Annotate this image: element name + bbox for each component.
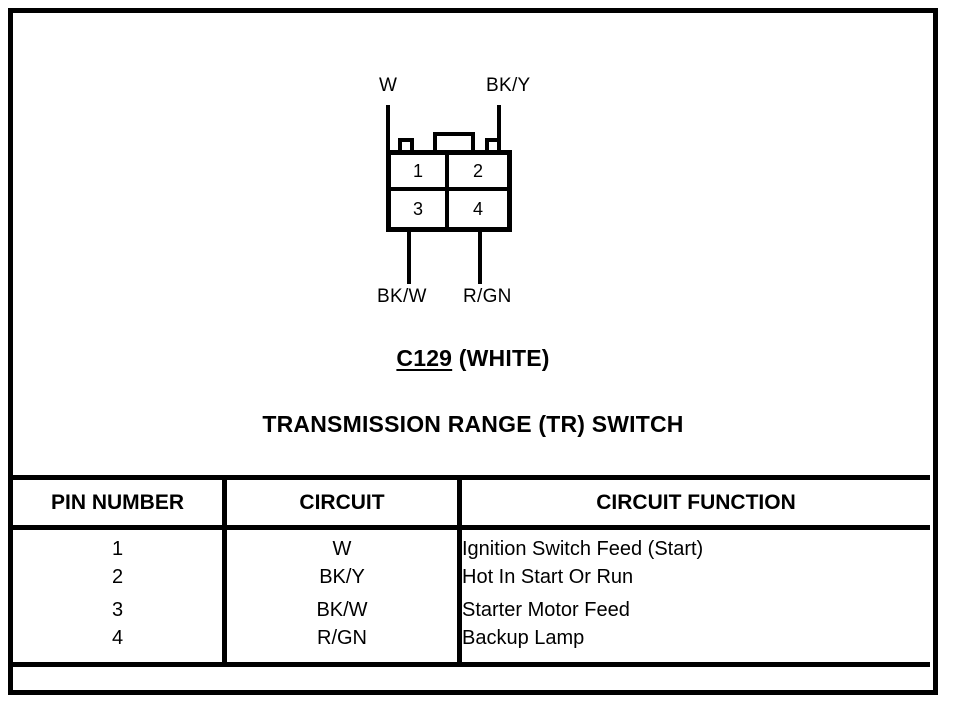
pin-table-body: 1 W Ignition Switch Feed (Start) 2 BK/Y … (13, 527, 930, 667)
cell-circuit: W (222, 527, 462, 561)
pin-table: PIN NUMBER CIRCUIT CIRCUIT FUNCTION 1 W … (13, 475, 930, 667)
connector-id: C129 (396, 345, 453, 371)
title-block: C129 (WHITE) TRANSMISSION RANGE (TR) SWI… (8, 345, 938, 438)
device-name: TRANSMISSION RANGE (TR) SWITCH (262, 411, 684, 437)
wire-line-top-right (497, 105, 501, 160)
pin-table-head: PIN NUMBER CIRCUIT CIRCUIT FUNCTION (13, 475, 930, 530)
cell-circuit-function: Backup Lamp (459, 627, 930, 667)
wire-label-top-right: BK/Y (486, 75, 531, 96)
connector-color: (WHITE) (458, 345, 550, 371)
wire-label-bottom-right: R/GN (463, 286, 512, 307)
cell-circuit: BK/Y (222, 561, 462, 594)
cell-circuit-function: Starter Motor Feed (462, 599, 630, 621)
table-row: 4 R/GN Backup Lamp (13, 627, 930, 667)
pin-cell-4: 4 (472, 198, 483, 219)
table-row: 2 BK/Y Hot In Start Or Run (13, 561, 930, 594)
connector-body: 1 2 3 4 (386, 150, 512, 232)
pin-cell-3: 3 (391, 191, 449, 227)
cell-circuit: BK/W (222, 594, 462, 627)
cell-circuit-function: Ignition Switch Feed (Start) (462, 538, 704, 560)
cell-pin-number: 4 (13, 627, 225, 667)
page-border (8, 8, 938, 695)
table-row: 3 BK/W Starter Motor Feed (13, 594, 930, 627)
wire-label-top-left: W (379, 75, 398, 96)
cell-pin-number: 3 (111, 599, 124, 621)
cell-pin-number: 1 (111, 538, 124, 560)
cell-circuit: R/GN (222, 627, 462, 667)
connector-drawing: W BK/Y 1 2 3 4 BK/W R/GN (300, 60, 660, 320)
column-header-circuit-function: CIRCUIT FUNCTION (459, 475, 930, 530)
wire-label-bottom-left: BK/W (377, 286, 427, 307)
column-header-pin-number: PIN NUMBER (13, 475, 225, 530)
connector-id-line: C129 (WHITE) (8, 345, 938, 372)
table-row: 1 W Ignition Switch Feed (Start) (13, 527, 930, 561)
wire-line-bottom-right (478, 232, 482, 284)
column-header-circuit: CIRCUIT (222, 475, 462, 530)
wire-line-top-left (386, 105, 390, 160)
pin-cell-2: 2 (449, 155, 507, 191)
connector-id-spacer (452, 345, 459, 371)
wire-line-bottom-left (407, 232, 411, 284)
table-header-row: PIN NUMBER CIRCUIT CIRCUIT FUNCTION (13, 475, 930, 530)
cell-circuit-function: Hot In Start Or Run (462, 566, 634, 588)
pin-cell-1: 1 (391, 155, 449, 191)
cell-pin-number: 2 (111, 566, 124, 588)
